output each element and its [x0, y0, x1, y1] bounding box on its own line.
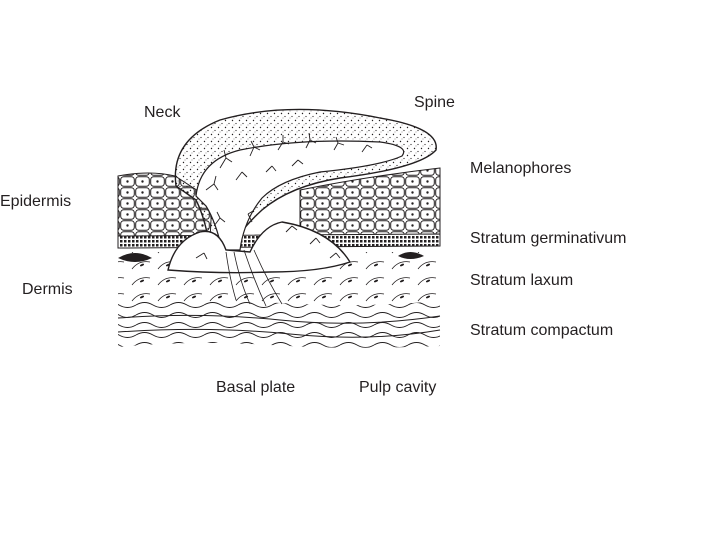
label-stratum-germinativum: Stratum germinativum — [470, 230, 627, 248]
stratum-compactum-layer — [118, 300, 440, 348]
label-basal-plate: Basal plate — [216, 379, 295, 397]
label-stratum-compactum: Stratum compactum — [470, 322, 613, 340]
label-dermis: Dermis — [22, 281, 73, 299]
label-melanophores: Melanophores — [470, 160, 571, 178]
label-pulp-cavity: Pulp cavity — [359, 379, 436, 397]
label-spine: Spine — [414, 94, 455, 112]
label-epidermis: Epidermis — [0, 193, 71, 211]
label-stratum-laxum: Stratum laxum — [470, 272, 573, 290]
label-neck: Neck — [144, 104, 180, 122]
